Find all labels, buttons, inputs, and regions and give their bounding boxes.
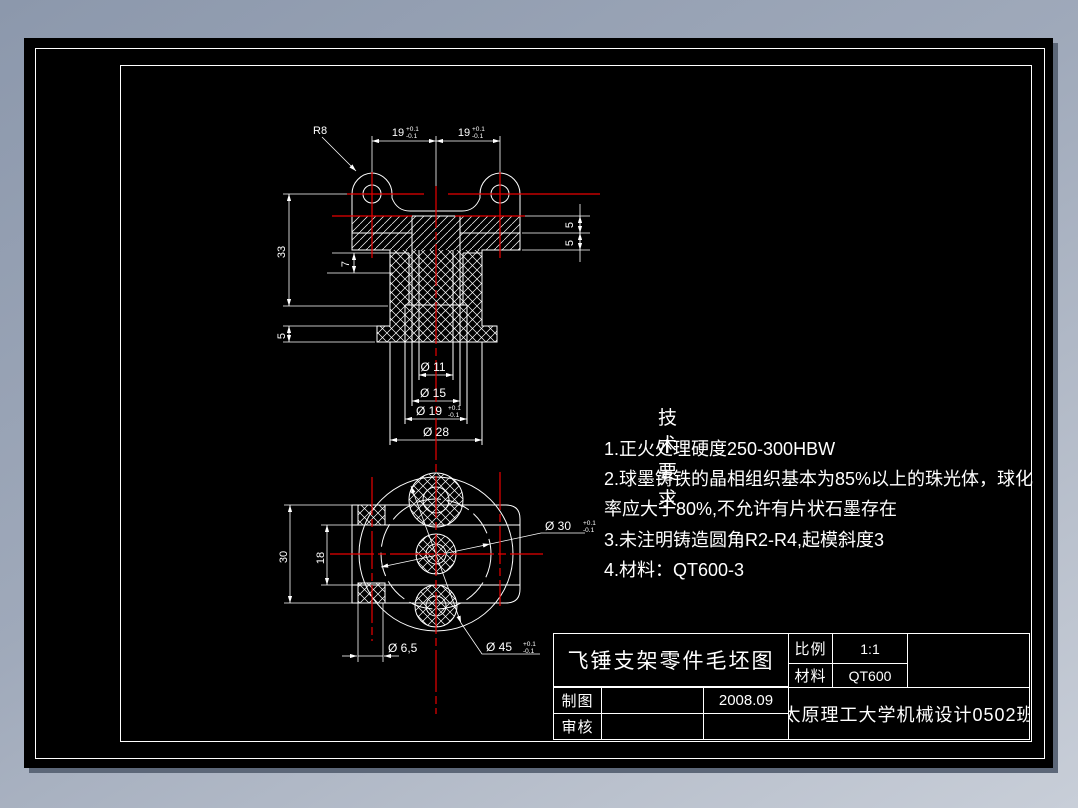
dim-label-19-right: 19 [458,127,470,139]
dim-label-19-left: 19 [392,127,404,139]
top-view-dimensions [284,485,585,662]
tech-requirement-line: 1.正火处理硬度250-300HBW [604,439,836,459]
dim-label-d65: Ø 6,5 [388,641,418,655]
material-value: QT600 [832,663,908,688]
tech-requirements-heading: 技术要求 [658,408,681,510]
lug-hole-centerlines-v [371,172,501,258]
dim-tol-d45-dn: -0.1 [523,648,535,655]
dim-tol-d19-up: +0.1 [448,405,461,412]
dim-label-5-left: 5 [276,333,288,339]
checked-by-value [601,713,704,740]
dimension-labels: R8 19 +0.1 -0.1 19 +0.1 -0.1 33 5 7 5 5 … [276,125,596,655]
cad-canvas[interactable] [24,38,1053,768]
bore-edges [389,216,483,445]
dim-tol-d30-up: +0.1 [583,520,596,527]
dim-label-7: 7 [340,261,352,267]
dim-label-d15: Ø 15 [420,386,446,400]
stem-hatch [377,250,497,342]
dim-tol-d45-up: +0.1 [523,641,536,648]
tech-requirement-line: 2.球墨铸铁的晶相组织基本为85%以上的珠光体，球化 [604,469,1034,489]
scale-value: 1:1 [832,633,908,664]
material-label: 材料 [788,663,833,688]
date-cell: 2008.09 [703,687,789,714]
body-outline [351,504,521,604]
dim-tol-19-left-dn: -0.1 [406,133,418,140]
drawn-by-value [601,687,704,714]
tech-requirement-line: 4.材料：QT600-3 [604,560,745,580]
dim-label-d30: Ø 30 [545,519,571,533]
dim-tol-d19-dn: -0.1 [448,412,460,419]
dim-label-5-right-b: 5 [564,240,576,246]
checked-date-cell [703,713,789,740]
plan-centerlines-v [371,472,501,641]
dim-label-d45: Ø 45 [486,640,512,654]
title-block-empty-right [907,633,1030,688]
dim-tol-19-right-up: +0.1 [472,126,485,133]
dim-label-d11: Ø 11 [420,360,445,374]
title-block: 飞锤支架零件毛坯图 比例 1:1 材料 QT600 制图 2008.09 审核 … [553,633,1030,740]
dim-label-5-right-a: 5 [564,222,576,228]
drawing-inner-frame [120,65,1032,742]
drawing-title: 飞锤支架零件毛坯图 [553,633,789,687]
dim-label-r8: R8 [313,125,327,137]
drawn-by-label: 制图 [553,687,602,714]
scale-label: 比例 [788,633,833,664]
dim-tol-d30-dn: -0.1 [583,527,595,534]
dim-label-30: 30 [278,551,290,563]
organization: 太原理工大学机械设计0502班 [788,687,1030,740]
centerlines [330,172,600,714]
tech-requirement-line: 率应大于80%,不允许有片状石墨存在 [604,499,898,519]
dim-label-18: 18 [315,552,327,564]
dim-label-33: 33 [276,246,288,258]
dim-label-d19: Ø 19 [416,404,442,418]
drawing-outer-frame [35,48,1045,759]
tech-requirement-line: 3.未注明铸造圆角R2-R4,起模斜度3 [604,530,885,550]
dim-tol-19-right-dn: -0.1 [472,133,484,140]
dim-label-d28: Ø 28 [423,425,449,439]
dim-tol-19-left-up: +0.1 [406,126,419,133]
checked-by-label: 审核 [553,713,602,740]
